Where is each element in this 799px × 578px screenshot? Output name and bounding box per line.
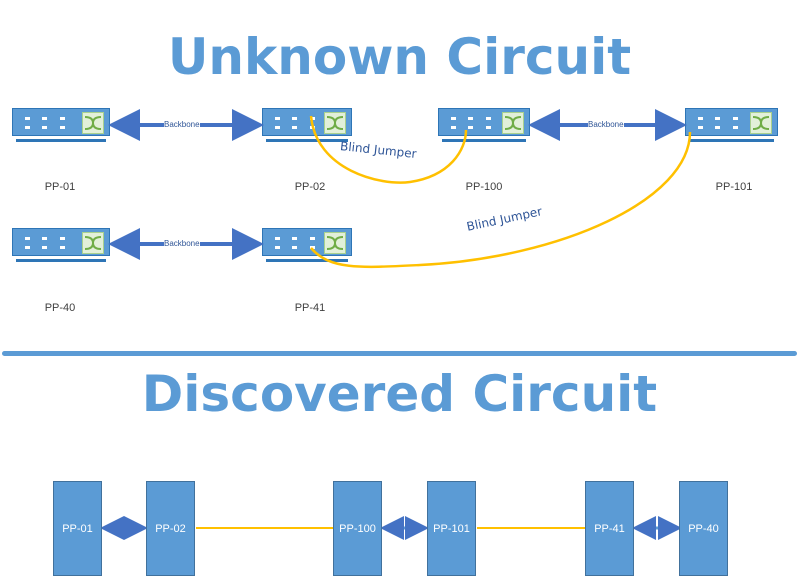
panel-label-pp01: PP-01 — [44, 181, 76, 193]
patch-panel-pp101[interactable] — [685, 108, 778, 142]
unknown-circuit-title: Unknown Circuit — [167, 28, 632, 86]
blind-jumper-label: Blind Jumper — [339, 139, 418, 161]
patch-panel-pp01[interactable] — [12, 108, 110, 142]
panel-label-pp40: PP-40 — [44, 302, 76, 314]
ports-icon — [269, 234, 321, 252]
backbone-label: Backbone — [164, 120, 200, 129]
discovered-circuit-title: Discovered Circuit — [141, 365, 658, 423]
panel-label-pp02: PP-02 — [294, 181, 326, 193]
discovered-node-pp41[interactable]: PP-41 — [585, 481, 634, 576]
patch-panel-pp02[interactable] — [262, 108, 352, 142]
panel-label-pp101: PP-101 — [715, 181, 753, 193]
backbone-label: Backbone — [164, 239, 200, 248]
ports-icon — [19, 114, 71, 132]
backbone-label: Backbone — [588, 120, 624, 129]
ports-icon — [19, 234, 71, 252]
section-divider — [2, 351, 797, 356]
panel-logo-icon — [750, 112, 772, 134]
panel-logo-icon — [502, 112, 524, 134]
patch-panel-pp41[interactable] — [262, 228, 352, 262]
discovered-node-pp01[interactable]: PP-01 — [53, 481, 102, 576]
patch-panel-pp100[interactable] — [438, 108, 530, 142]
ports-icon — [692, 114, 744, 132]
panel-label-pp100: PP-100 — [465, 181, 503, 193]
discovered-node-pp40[interactable]: PP-40 — [679, 481, 728, 576]
discovered-node-pp02[interactable]: PP-02 — [146, 481, 195, 576]
discovered-node-pp100[interactable]: PP-100 — [333, 481, 382, 576]
panel-logo-icon — [324, 112, 346, 134]
ports-icon — [269, 114, 321, 132]
patch-panel-pp40[interactable] — [12, 228, 110, 262]
panel-logo-icon — [82, 112, 104, 134]
panel-label-pp41: PP-41 — [294, 302, 326, 314]
discovered-node-pp101[interactable]: PP-101 — [427, 481, 476, 576]
panel-logo-icon — [82, 232, 104, 254]
blind-jumper-label: Blind Jumper — [465, 204, 544, 234]
panel-logo-icon — [324, 232, 346, 254]
ports-icon — [445, 114, 497, 132]
